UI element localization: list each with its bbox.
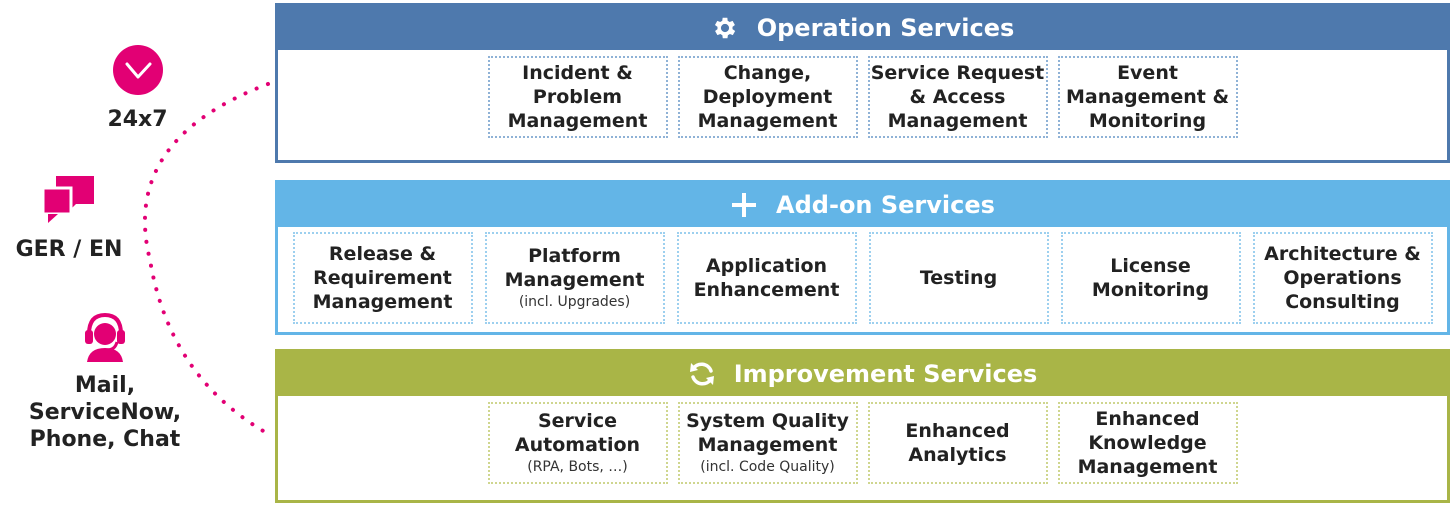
service-card-event-monitoring: Event Management & Monitoring	[1057, 56, 1238, 138]
service-card-enhanced-analytics: Enhanced Analytics	[867, 402, 1048, 484]
service-card-enhanced-knowledge: Enhanced Knowledge Management	[1057, 402, 1238, 484]
channel-languages-label: GER / EN	[15, 237, 123, 262]
operation-services-panel: Operation Services Incident & Problem Ma…	[275, 3, 1450, 163]
operation-services-header: Operation Services	[278, 6, 1447, 50]
service-card-application-enhancement: Application Enhancement	[676, 232, 857, 324]
service-card-system-quality: System Quality Management (incl. Code Qu…	[677, 402, 858, 484]
support-channels: 24x7 GER / EN Mail, ServiceNow, Phone, C…	[0, 0, 274, 506]
channel-availability: 24x7	[85, 44, 190, 133]
service-card-testing: Testing	[868, 232, 1049, 324]
addon-services-title: Add-on Services	[776, 191, 995, 219]
addon-services-panel: Add-on Services Release & Requirement Ma…	[275, 180, 1450, 335]
improvement-services-panel: Improvement Services Service Automation …	[275, 349, 1450, 503]
plus-icon	[730, 191, 758, 219]
improvement-services-items: Service Automation (RPA, Bots, …) System…	[278, 396, 1447, 488]
service-card-license-monitoring: License Monitoring	[1060, 232, 1241, 324]
improvement-services-header: Improvement Services	[278, 352, 1447, 396]
clock-icon	[112, 45, 163, 95]
service-card-change-deployment: Change, Deployment Management	[677, 56, 858, 138]
service-card-service-request-access: Service Request & Access Management	[867, 56, 1048, 138]
chat-bubbles-icon	[41, 176, 94, 223]
headset-agent-icon	[85, 312, 125, 362]
refresh-icon	[688, 360, 716, 388]
service-card-platform-management: Platform Management (incl. Upgrades)	[484, 232, 665, 324]
service-card-architecture-consulting: Architecture & Operations Consulting	[1252, 232, 1433, 324]
service-card-incident-problem: Incident & Problem Management	[487, 56, 668, 138]
addon-services-items: Release & Requirement Management Platfor…	[278, 227, 1447, 328]
channel-availability-label: 24x7	[107, 107, 168, 132]
channel-languages: GER / EN	[0, 174, 138, 263]
addon-services-header: Add-on Services	[278, 183, 1447, 227]
improvement-services-title: Improvement Services	[733, 360, 1038, 388]
operation-services-title: Operation Services	[756, 14, 1015, 42]
gear-icon	[711, 14, 739, 42]
service-card-release-requirement: Release & Requirement Management	[292, 232, 473, 324]
channel-contact: Mail, ServiceNow, Phone, Chat	[15, 310, 195, 453]
channel-contact-label: Mail, ServiceNow, Phone, Chat	[28, 373, 182, 452]
operation-services-items: Incident & Problem Management Change, De…	[278, 50, 1447, 142]
service-card-service-automation: Service Automation (RPA, Bots, …)	[487, 402, 668, 484]
dotted-arc-connector	[142, 82, 274, 438]
